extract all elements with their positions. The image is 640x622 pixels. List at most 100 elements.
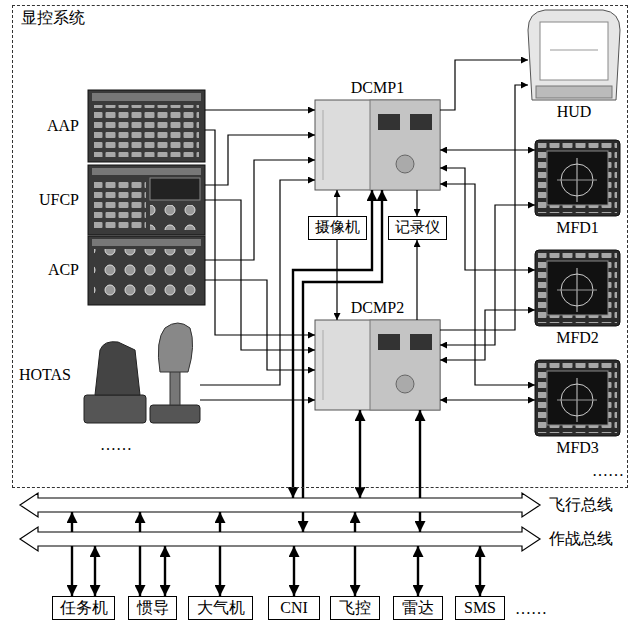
- connector: [205, 130, 315, 335]
- connector: [303, 190, 382, 532]
- equipment-unit: MFD1: [535, 140, 620, 216]
- equipment-unit: AAP: [88, 90, 205, 162]
- panel-keys: [94, 105, 199, 157]
- ellipsis-mark: ……: [100, 436, 132, 454]
- stick-grip: [158, 323, 192, 372]
- equipment-unit: DCMP2: [315, 320, 440, 410]
- hud-frame: [528, 10, 620, 100]
- equipment-unit: MFD2: [535, 250, 620, 326]
- device-box: 记录仪: [388, 216, 447, 240]
- connector: [94, 546, 96, 596]
- connector: [440, 184, 535, 385]
- node-label: HOTAS: [18, 366, 72, 384]
- connector: [200, 399, 315, 400]
- device-box: 惯导: [128, 596, 177, 620]
- connector: [416, 240, 417, 320]
- node-label: 惯导: [136, 599, 170, 617]
- connector: [479, 546, 481, 596]
- node-label: 记录仪: [394, 219, 441, 236]
- node-label: 飞控: [338, 599, 372, 617]
- dcmp-unit: [315, 320, 440, 410]
- connector: [200, 180, 315, 385]
- node-label: CNI: [279, 599, 309, 617]
- panel-face: [88, 236, 205, 305]
- hud-base: [536, 86, 612, 98]
- bus-shape: [20, 493, 540, 517]
- device-box: 飞控: [330, 596, 380, 620]
- panel-keys: [94, 178, 146, 230]
- connector: [440, 168, 535, 270]
- stick-base: [150, 405, 200, 423]
- mfd-unit: [535, 360, 620, 436]
- connector: [293, 190, 372, 498]
- aap-panel: [88, 90, 205, 162]
- equipment-unit: HUD: [528, 10, 620, 100]
- node-label: HUD: [556, 103, 593, 121]
- panel-strip: [92, 239, 201, 246]
- connector: [440, 85, 528, 330]
- ellipsis-mark: ……: [592, 462, 624, 480]
- bus-arrow: [20, 493, 540, 517]
- connector: [139, 512, 141, 596]
- device-box: 雷达: [393, 596, 443, 620]
- equipment-unit: DCMP1: [315, 100, 440, 190]
- node-label: 显控系统: [20, 9, 86, 27]
- node-label: UFCP: [38, 191, 80, 209]
- mfd-unit: [535, 250, 620, 326]
- node-label: 雷达: [401, 599, 435, 617]
- data-bus: 飞行总线: [20, 498, 540, 512]
- panel-strip: [92, 93, 201, 101]
- equipment-unit: MFD3: [535, 360, 620, 436]
- panel-knobs: [150, 205, 200, 230]
- node-label: DCMP2: [350, 299, 405, 317]
- bus-shape: [20, 527, 540, 551]
- connector: [419, 410, 421, 532]
- device-box: 摄像机: [308, 216, 367, 240]
- hud-picture: [528, 10, 620, 100]
- hotas-picture: [84, 323, 200, 423]
- hud-symbol: [550, 50, 598, 51]
- equipment-unit: HOTAS: [80, 325, 200, 425]
- connector: [164, 546, 166, 596]
- connector: [440, 205, 535, 345]
- connector: [336, 190, 337, 216]
- connector: [354, 512, 356, 596]
- device-box: SMS: [455, 596, 505, 620]
- node-label: 摄像机: [314, 219, 361, 236]
- throttle-grip: [95, 342, 140, 395]
- node-label: 飞行总线: [548, 496, 614, 514]
- node-label: AAP: [46, 117, 80, 135]
- data-bus: 作战总线: [20, 532, 540, 546]
- acp-panel: [88, 236, 205, 305]
- device-box: 任务机: [52, 596, 115, 620]
- connector: [293, 546, 295, 596]
- connector: [219, 512, 221, 596]
- connector: [440, 149, 535, 150]
- ufcp-panel: [88, 165, 205, 235]
- connector: [205, 200, 315, 350]
- connector: [440, 399, 535, 400]
- panel-face: [88, 90, 205, 162]
- device-box: CNI: [268, 596, 320, 620]
- node-label: 任务机: [59, 599, 109, 617]
- mfd-unit: [535, 140, 620, 216]
- hud-glass: [540, 22, 608, 80]
- panel-display: [150, 178, 200, 200]
- node-label: SMS: [463, 599, 497, 617]
- node-label: 大气机: [196, 599, 246, 617]
- node-label: 作战总线: [548, 530, 614, 548]
- panel-knobs: [94, 249, 199, 301]
- connector: [71, 512, 73, 596]
- connector: [359, 410, 361, 498]
- connector: [417, 546, 419, 596]
- node-label: MFD3: [555, 439, 600, 457]
- panel-strip: [92, 168, 201, 175]
- connector: [336, 240, 337, 320]
- connector: [205, 160, 315, 260]
- equipment-unit: UFCP: [88, 165, 205, 235]
- node-label: DCMP1: [350, 79, 405, 97]
- connector: [205, 109, 315, 110]
- connector: [416, 190, 417, 216]
- system-boundary: 显控系统AAPUFCPACPHOTASDCMP1摄像机记录仪DCMP2HUDMF…: [12, 5, 628, 488]
